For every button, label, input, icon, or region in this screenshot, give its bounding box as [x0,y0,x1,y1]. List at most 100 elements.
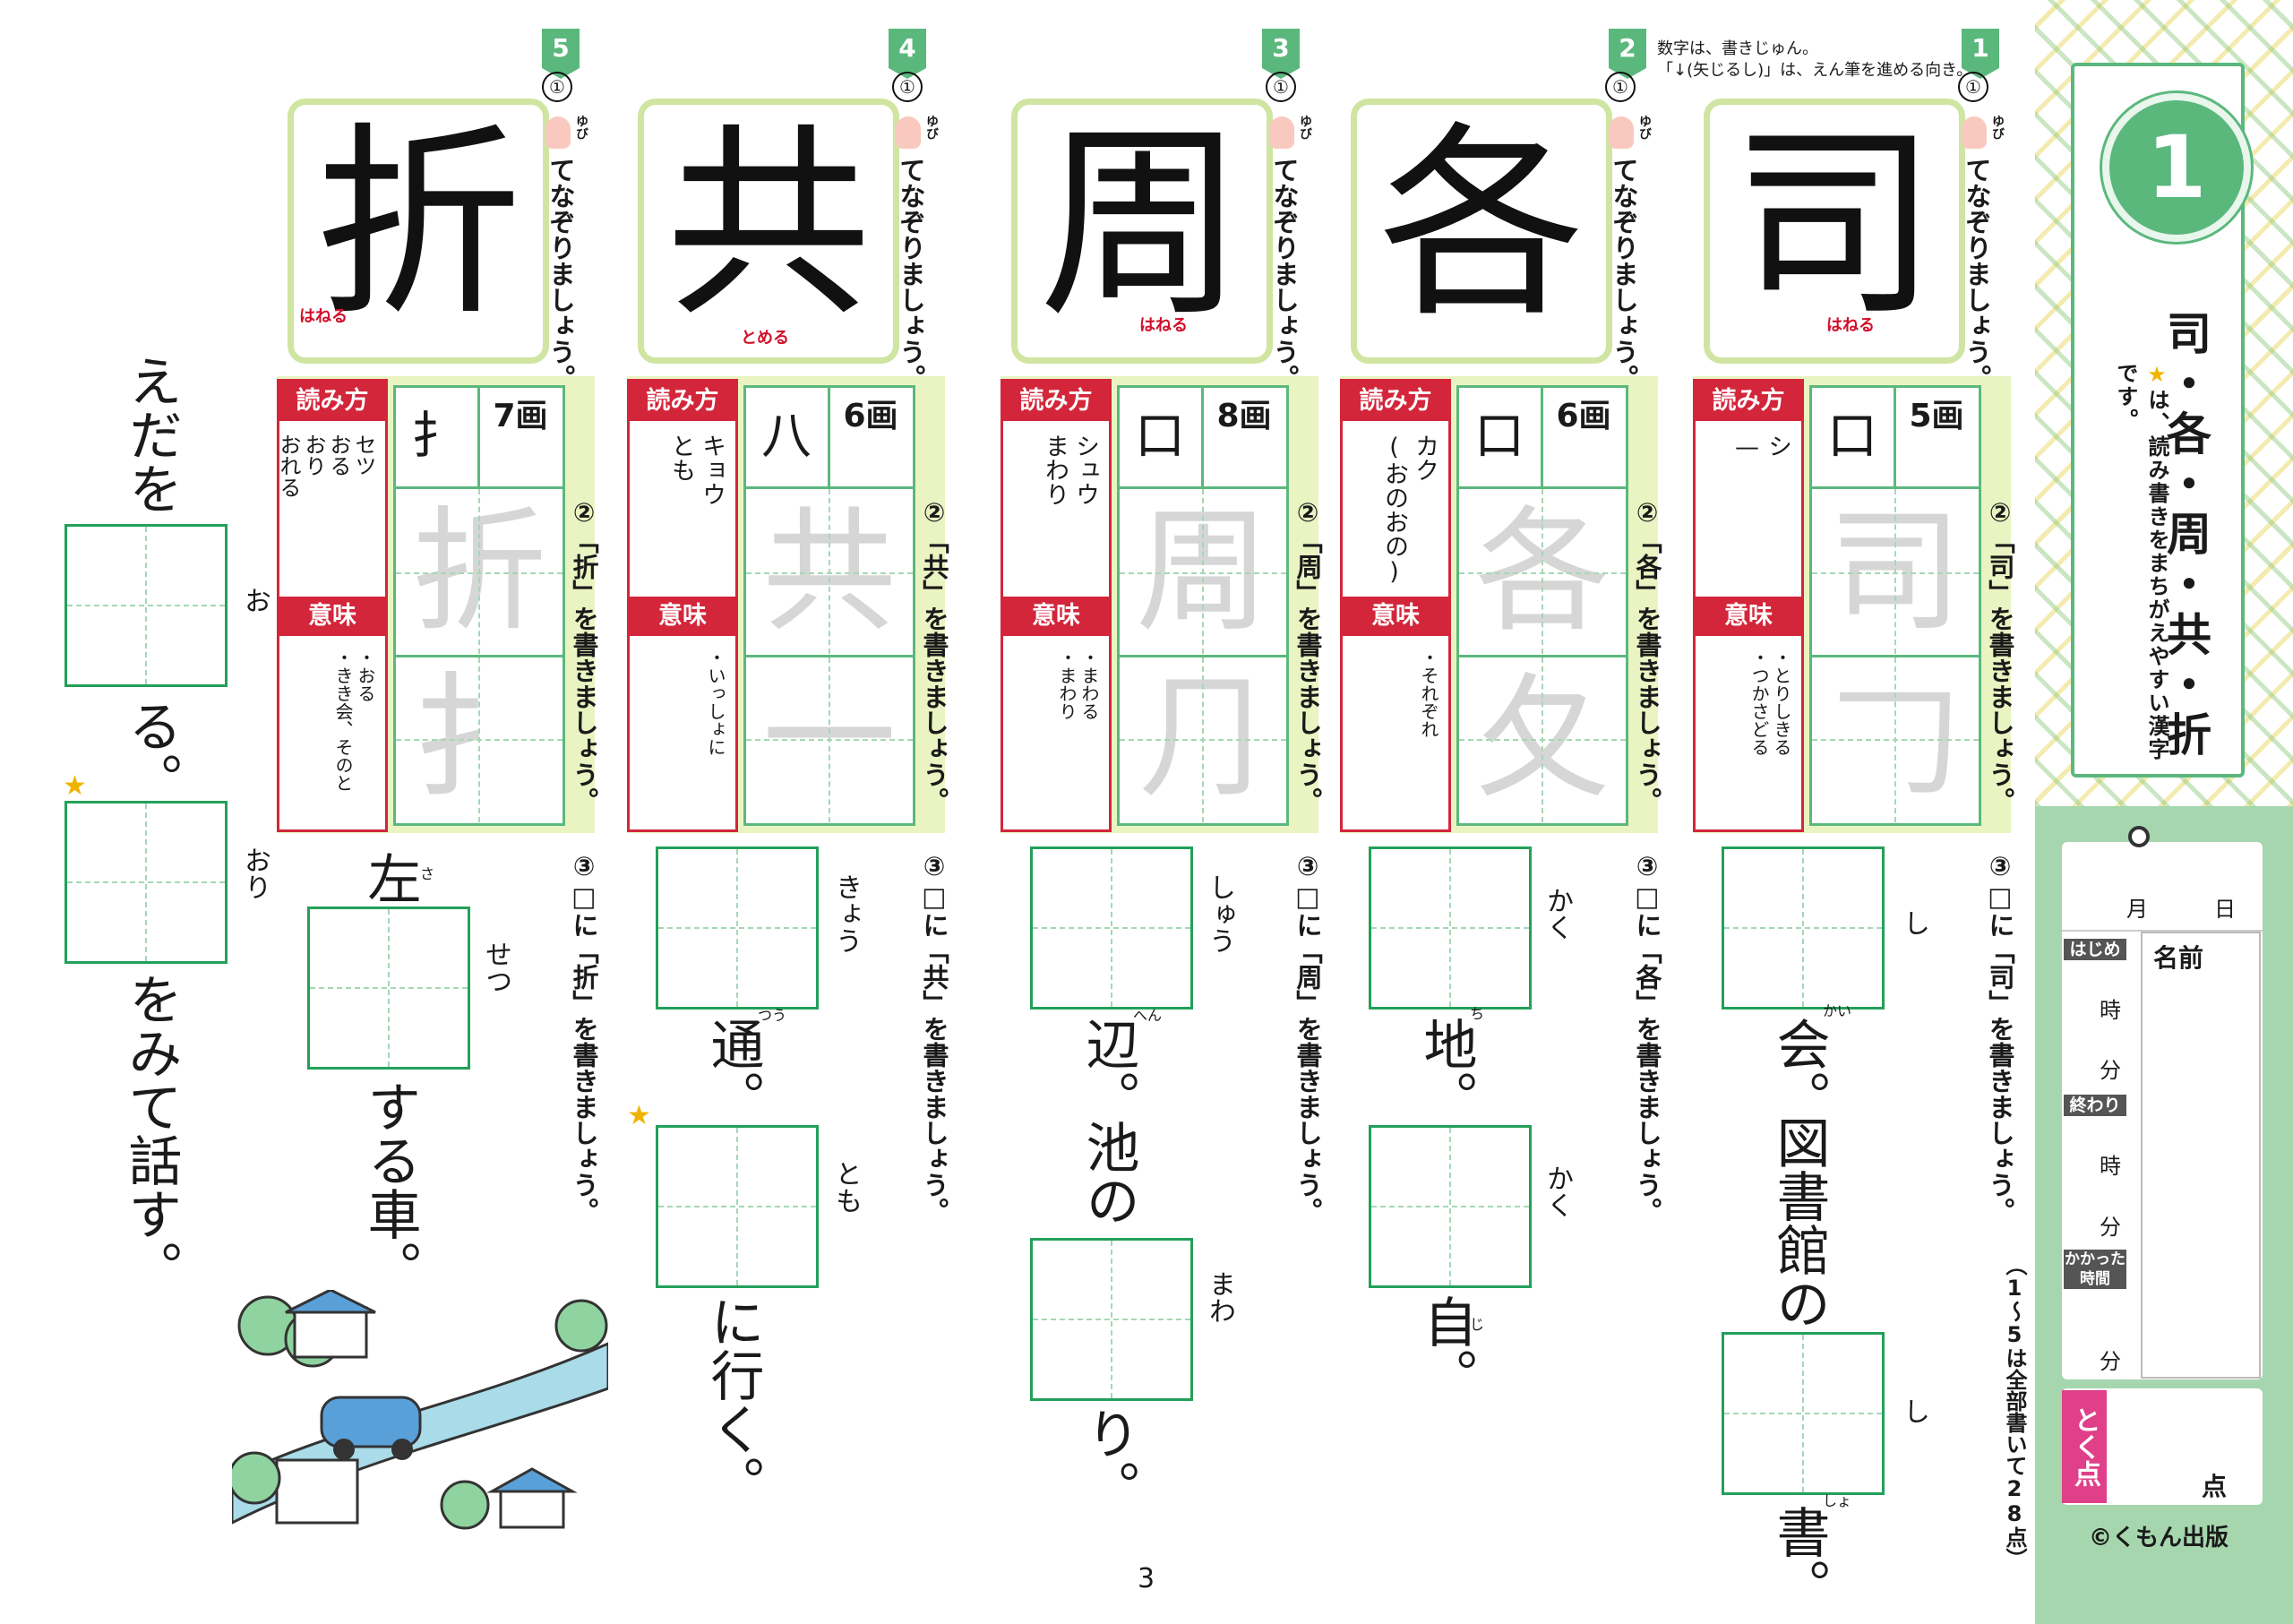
yubi-ruby: ゆび [1637,115,1652,140]
day-field[interactable]: 日 [2214,897,2236,922]
ruby-tsuu: つう [758,1007,787,1024]
yomi-box: 読み方 セツ おる おり おれる 意味 ・おる ・きき会、そのと [276,379,388,832]
answer-box-2[interactable] [656,1125,819,1288]
step1-marker: ① [1266,72,1296,102]
name-label: 名前 [2153,943,2204,973]
kanji-model-char: 周 [1038,106,1245,345]
practice-grid: 口 5画 司 𠃌 [1809,385,1981,826]
unit-number: 1 [2102,93,2251,242]
finger-icon [1269,116,1294,149]
answer-box-1[interactable] [1030,846,1193,1010]
ruby-hen: へん [1133,1007,1163,1024]
trace-instruction: てなぞりましょう。 [545,157,576,391]
score-note: （1〜5は全部書いて28点） [2002,1254,2027,1569]
answer-box-2[interactable] [1030,1238,1193,1401]
question-text-0: えだを [119,354,182,515]
ruby-sho: しょ [1823,1492,1852,1509]
trace-instruction: てなぞりましょう。 [1269,157,1300,391]
kanji-model-box: 共 とめる [638,99,899,364]
imi-label: 意味 [1343,597,1448,636]
imi-text: ・いっしょに [705,649,726,756]
step2-instruction: ②「共」を書きましょう。 [919,497,949,813]
ruby-chi: ち [1470,1005,1485,1022]
answer-ruby-1: しゅう [1204,873,1235,954]
name-field[interactable] [2141,932,2261,1379]
star-icon: ★ [2144,362,2169,389]
star-note: ★は、読み書きをまちがえやすい漢字です。 [2113,362,2169,761]
yubi-ruby: ゆび [924,115,939,140]
trace-instruction: てなぞりましょう。 [896,157,926,391]
ruby-sa: さ [420,865,435,882]
start-minute[interactable]: 分 [2100,1058,2121,1083]
answer-ruby-2: まわ [1204,1270,1235,1324]
yomi-label: 読み方 [1343,382,1448,421]
clip-icon [2128,826,2150,847]
answer-ruby-2: とも [830,1160,862,1214]
end-label: 終わり [2064,1095,2126,1116]
month-field[interactable]: 月 [2126,897,2148,922]
answer-box-2[interactable] [64,801,228,964]
stroke-note: はねる [1826,316,1875,335]
taken-minute[interactable]: 分 [2100,1349,2121,1374]
question-text-2: をみて話す。 [119,972,182,1294]
stroke-note: とめる [741,329,789,348]
practice-grid: 扌 7画 折 扌 [393,385,565,826]
imi-text: ・おる ・きき会、そのと [332,649,376,792]
finger-icon [1962,116,1987,149]
star-icon: ★ [63,770,87,802]
kanji-model-box: 各 [1351,99,1612,364]
imi-text: ・とりしきる ・つかさどる [1748,649,1792,756]
radical: 扌 [411,408,461,466]
kanji-model-char: 共 [665,106,872,345]
question-column-6: えだを お る。 ★ おり をみて話す。 [36,0,278,1624]
page-number: 3 [1138,1563,1155,1594]
step1-marker: ① [1958,72,1988,102]
yubi-ruby: ゆび [1990,115,2005,140]
answer-box-1[interactable] [307,907,470,1070]
stroke-order-note: 数字は、書きじゅん。 [1657,39,1818,58]
step3-instruction: ③□に「周」を書きましょう。 [1292,851,1323,1224]
question-text-2: に行く。 [701,1294,764,1509]
imi-label: 意味 [1003,597,1109,636]
kanji-column-2: 2 各 ① ゆび てなぞりましょう。 読み方 カク (おのおの) 意味 ・それぞ… [1340,0,1662,1624]
question-text-1: 地。 [1414,1017,1477,1124]
step1-marker: ① [542,72,572,102]
yomi-text: シ — [1733,434,1791,461]
kanji-model-char: 各 [1378,106,1584,345]
kanji-model-char: 司 [1730,106,1937,345]
question-text-1: する車。 [358,1079,421,1294]
end-hour[interactable]: 時 [2100,1154,2121,1179]
ruby-kai: かい [1823,1002,1852,1019]
unit-title: 司・各・周・共・折 [2160,310,2211,761]
end-minute[interactable]: 分 [2100,1215,2121,1240]
imi-label: 意味 [630,597,735,636]
radical: 八 [761,408,812,466]
question-text-1: る。 [119,699,182,806]
answer-ruby-2: かく [1542,1164,1573,1218]
finger-icon [545,116,571,149]
town-illustration [232,1290,608,1530]
finger-icon [896,116,921,149]
kanji-model-box: 司 はねる [1704,99,1965,364]
answer-box-1[interactable] [656,846,819,1010]
question-prefix: 左 [358,851,421,905]
answer-box-1[interactable] [1369,846,1532,1010]
answer-box-1[interactable] [1722,846,1885,1010]
yomi-label: 読み方 [1696,382,1801,421]
kanji-column-3: 3 周 はねる ① ゆび てなぞりましょう。 読み方 シュウ まわり 意味 ・ま… [1001,0,1323,1624]
kanji-column-4: 4 共 とめる ① ゆび てなぞりましょう。 読み方 キョウ とも 意味 ・いっ… [627,0,949,1624]
question-text-3: 書。 [1767,1505,1830,1612]
kanji-model-char: 折 [314,106,521,345]
unit-sidebar: 1 司・各・周・共・折 ★は、読み書きをまちがえやすい漢字です。 月 日 はじめ… [2035,0,2293,1624]
answer-box-2[interactable] [1722,1332,1885,1495]
date-divider [2062,930,2263,932]
start-hour[interactable]: 時 [2100,998,2121,1023]
answer-box-1[interactable] [64,524,228,687]
yomi-text: シュウ まわり [1041,434,1099,506]
yubi-ruby: ゆび [1298,115,1312,140]
kanji-model-box: 周 はねる [1011,99,1273,364]
answer-ruby-1: きょう [830,873,862,954]
kanji-number-tab: 3 [1262,29,1300,79]
stroke-count: 7画 [493,398,548,434]
answer-box-2[interactable] [1369,1125,1532,1288]
